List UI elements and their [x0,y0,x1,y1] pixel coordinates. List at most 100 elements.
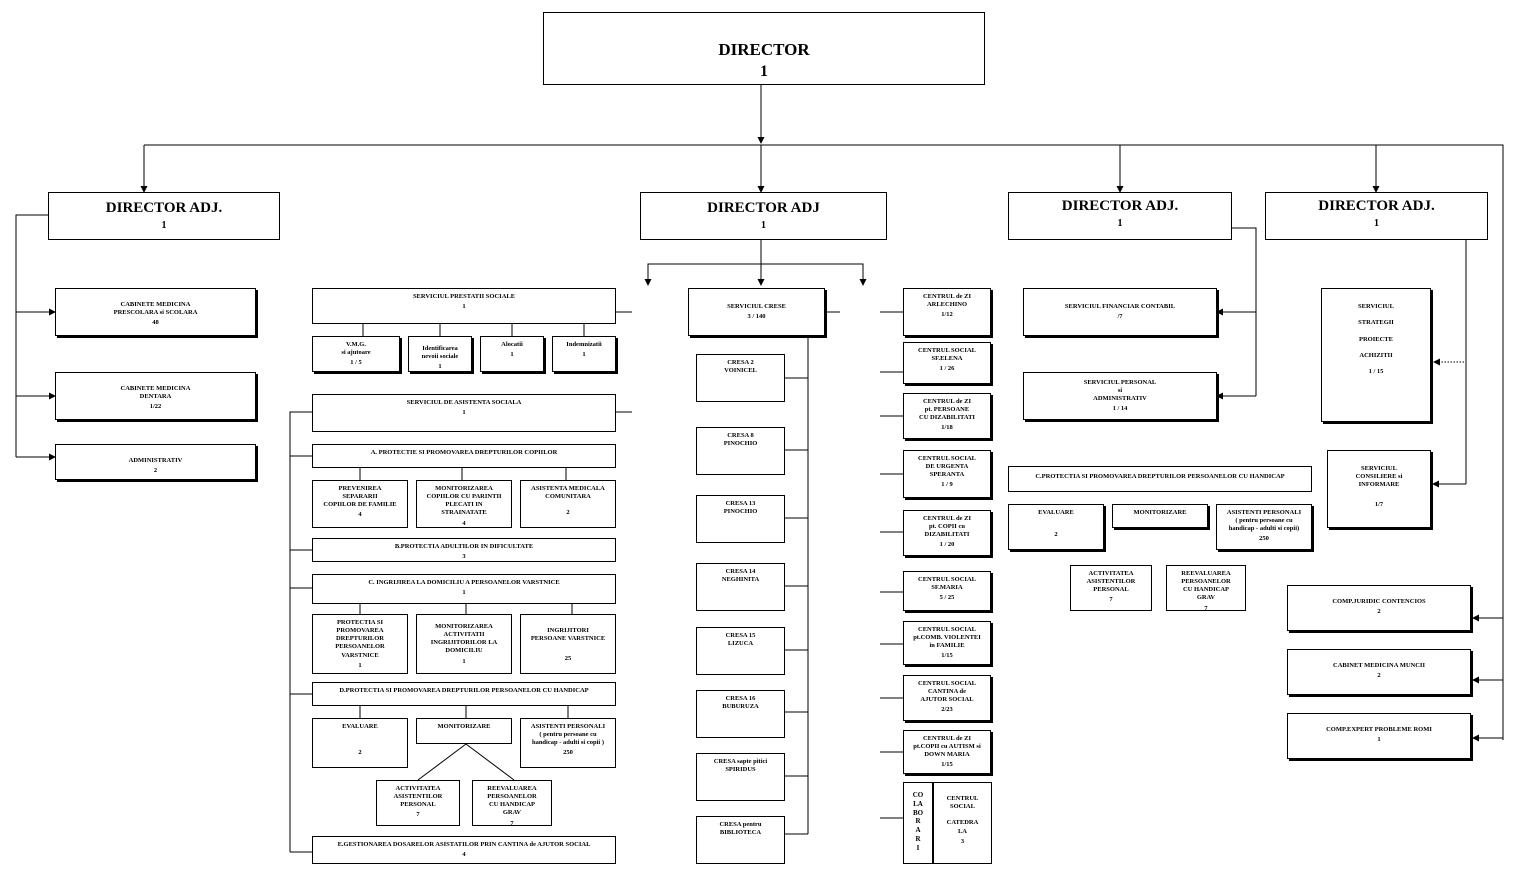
section-e-canteen-files: E.GESTIONAREA DOSARELOR ASISTATILOR PRIN… [312,836,616,864]
box-title: REEVALUAREA PERSOANELOR CU HANDICAP GRAV [1181,570,1231,602]
nursery-4: CRESA 14 NEGHINITA [696,563,785,611]
box-count: 7 [1204,604,1208,611]
center-3: CENTRUL de ZI pt. PERSOANE CU DIZABILITA… [903,393,991,439]
financial-accounting-service: SERVICIUL FINANCIAR CONTABIL/7 [1023,288,1217,336]
section-b-adults: B.PROTECTIA ADULTILOR IN DIFICULTATE 3 [312,538,616,562]
box-count: 1 / 14 [1112,405,1128,413]
box-title: E.GESTIONAREA DOSARELOR ASISTATILOR PRIN… [337,841,591,848]
box-title: PREVENIREA SEPARARII COPIILOR DE FAMILIE [323,485,397,509]
box-title: CENTRUL de ZI pt.COPII cu AUTISM si DOWN… [913,735,981,759]
box-title: MONITORIZAREA ACTIVITATII INGRIJITORILOR… [430,623,498,655]
colaborari-box: CO LA BO R A R I [903,782,933,864]
box-count: 3 [960,837,965,845]
counseling-service: SERVICIUL CONSILIERE si INFORMARE 1/7 [1327,450,1431,528]
box-count: 1/15 [941,652,953,660]
box-title: SERVICIUL PERSONAL si ADMINISTRATIV [1083,379,1157,403]
box-title: CENTRUL SOCIAL SF.MARIA [918,576,976,592]
center-catedrala: CENTRUL SOCIAL CATEDRA LA 3 [933,782,992,864]
box-count: 4 [462,519,466,527]
box-title: MONITORIZARE [1133,509,1187,516]
section-a-sub-3: ASISTENTA MEDICALA COMUNITARA 2 [520,480,616,528]
section-d-monitoring: MONITORIZARE [416,718,512,744]
section-d-reevaluation: REEVALUAREA PERSOANELOR CU HANDICAP GRAV… [472,780,552,826]
box-count: 48 [152,319,159,327]
disability-reevaluation: REEVALUAREA PERSOANELOR CU HANDICAP GRAV… [1166,565,1246,611]
deputy-title: DIRECTOR ADJ. [1318,198,1435,214]
section-a-sub-1: PREVENIREA SEPARARII COPIILOR DE FAMILIE… [312,480,408,528]
box-title: Alocatii [501,341,523,348]
box-title: SERVICIUL PRESTATII SOCIALE [412,293,516,300]
box-title: ACTIVITATEA ASISTENTILOR PERSONAL [393,785,443,809]
box-title: EVALUARE [342,723,378,730]
section-c-elderly: C. INGRIJIREA LA DOMICILIU A PERSOANELOR… [312,574,616,604]
section-d-evaluation: EVALUARE 2 [312,718,408,768]
section-d-assistant-activity: ACTIVITATEA ASISTENTILOR PERSONAL 7 [376,780,460,826]
box-title: CENTRUL de ZI pt. PERSOANE CU DIZABILITA… [919,398,975,422]
box-count: 7 [1109,596,1113,604]
box-count: 1 / 15 [1368,367,1384,375]
section-a-children-rights: A. PROTECTIE SI PROMOVAREA DREPTURILOR C… [312,444,616,468]
box-title: CRESA 15 LIZUCA [725,632,756,648]
box-title: INGRIJITORI PERSOANE VARSTNICE [530,627,606,643]
dental-cabinets: CABINETE MEDICINA DENTARA 1/22 [55,372,256,420]
section-a-sub-2: MONITORIZAREA COPIILOR CU PARINTII PLECA… [416,480,512,528]
disability-monitoring: MONITORIZARE [1112,504,1208,528]
box-title: V.M.G. si ajutoare [341,341,371,357]
deputy-title: DIRECTOR ADJ. [105,200,223,216]
deputy-director-2: DIRECTOR ADJ 1 [640,192,887,240]
social-assistance-header: SERVICIUL DE ASISTENTA SOCIALA 1 [312,394,616,432]
box-count: 2 [1054,531,1058,539]
box-title: ACTIVITATEA ASISTENTILOR PERSONAL [1086,570,1136,594]
box-count: 2 [358,749,362,757]
box-title: D.PROTECTIA SI PROMOVAREA DREPTURILOR PE… [339,687,589,694]
box-count: 1 [1377,736,1381,744]
box-count: 1 / 9 [941,481,953,489]
box-count: 1/7 [1374,501,1384,509]
box-title: CRESA 14 NEGHINITA [721,568,760,584]
center-9: CENTRUL de ZI pt.COPII cu AUTISM si DOWN… [903,730,991,774]
box-count: 1 [510,351,514,359]
box-count: 1 [462,409,466,417]
box-count: 250 [1259,535,1269,543]
deputy-director-3: DIRECTOR ADJ. 1 [1008,192,1232,240]
box-count: 1 / 5 [350,359,362,367]
box-title: CO LA BO R A R I [912,791,924,852]
box-count: 5 / 25 [939,594,955,602]
box-title: A. PROTECTIE SI PROMOVAREA DREPTURILOR C… [370,449,558,456]
box-title: SERVICIUL CRESE [727,303,786,310]
box-title: CENTRUL SOCIAL CATEDRA LA [946,795,979,835]
medical-school-cabinets: CABINETE MEDICINA PRESCOLARA si SCOLARA … [55,288,256,336]
box-count: 1 [462,657,466,665]
box-title: CABINETE MEDICINA PRESCOLARA si SCOLARA [113,301,198,317]
box-count: 1 [358,661,362,669]
box-title: CENTRUL SOCIAL CANTINA de AJUTOR SOCIAL [918,680,976,704]
box-title: C. INGRIJIREA LA DOMICILIU A PERSOANELOR… [368,579,560,586]
box-count: 1 [462,589,466,597]
box-title: MONITORIZARE [437,723,491,730]
deputy-count: 1 [161,219,167,231]
box-title: Indemnizatii [566,341,602,348]
deputy-title: DIRECTOR ADJ. [1061,198,1179,214]
box-title: CRESA 2 VOINICEL [724,359,757,375]
box-title: PROTECTIA SI PROMOVAREA DREPTURILOR PERS… [335,619,385,659]
director-title: DIRECTOR [718,40,810,59]
nursery-3: CRESA 13 PINOCHIO [696,495,785,543]
director-box: DIRECTOR 1 [543,12,985,85]
nursery-2: CRESA 8 PINOCHIO [696,427,785,475]
administrative: ADMINISTRATIV 2 [55,444,256,480]
nurseries-header: SERVICIUL CRESE 3 / 140 [688,288,825,336]
box-title: SERVICIUL CONSILIERE si INFORMARE [1355,465,1403,489]
disability-assistant-activity: ACTIVITATEA ASISTENTILOR PERSONAL 7 [1070,565,1152,611]
box-count: 1/18 [941,424,953,432]
box-count: 1 [462,303,466,311]
section-d-disability: D.PROTECTIA SI PROMOVAREA DREPTURILOR PE… [312,682,616,706]
box-count: 2 [1377,672,1381,680]
